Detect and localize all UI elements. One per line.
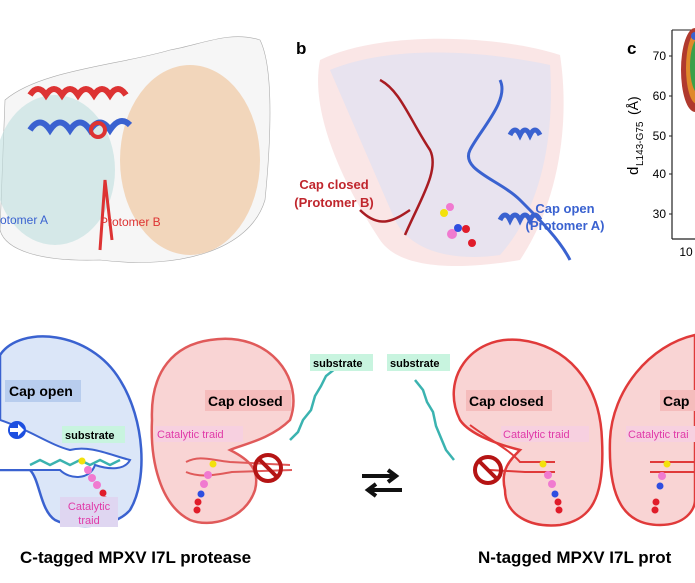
x-tick-10: 10: [679, 245, 693, 259]
y-tick-60: 60: [653, 89, 667, 103]
cap-open-sublabel: (Protomer A): [526, 218, 605, 233]
y-tick-labels: 70 60 50 40 30: [653, 49, 667, 221]
substrate-label: substrate: [390, 358, 440, 370]
substrate-label: substrate: [313, 358, 363, 370]
y-tick-30: 30: [653, 207, 667, 221]
panel-c-letter: c: [627, 39, 636, 58]
n-tagged-title: N-tagged MPXV I7L prot: [478, 548, 672, 567]
catalytic-triad-label: Catalytic traid: [503, 429, 570, 441]
panel-c: c 70 60 50 40 30 10 d L143-G75 (Å): [625, 28, 695, 259]
y-tick-70: 70: [653, 49, 667, 63]
catalytic-triad-label-1: Catalytic: [68, 501, 111, 513]
substrate-label: substrate: [65, 430, 115, 442]
cap-closed-label: Cap closed: [469, 393, 544, 409]
blocked-icon: [253, 453, 283, 483]
cap-closed-label: Cap closed: [208, 393, 283, 409]
y-axis-label: d L143-G75 (Å): [625, 96, 646, 175]
substrate-molecule: [289, 367, 337, 441]
substrate-molecule: [414, 379, 455, 461]
protomer-b-label: Protomer B: [100, 215, 161, 229]
catalytic-triad-label: Catalytic trai: [628, 429, 689, 441]
cap-open-label: Cap open: [9, 383, 73, 399]
scheme-n-tagged-closed: substrate Cap closed Catalytic traid: [387, 338, 604, 527]
c-tagged-title: C-tagged MPXV I7L protease: [20, 548, 251, 567]
cap-label: Cap: [663, 393, 689, 409]
y-tick-40: 40: [653, 167, 667, 181]
panel-a-structure: otomer A Protomer B: [0, 36, 271, 263]
catalytic-triad-label-2: traid: [78, 515, 99, 527]
y-label-unit: (Å): [625, 96, 641, 115]
catalytic-triad-label: Catalytic traid: [157, 429, 224, 441]
scheme-c-tagged-closed: Cap closed Catalytic traid substrate: [150, 337, 373, 525]
y-label-sub: L143-G75: [635, 121, 646, 166]
substrate-molecule: [29, 458, 121, 467]
panel-b: b Cap closed (Protomer B) Cap open (Prot…: [294, 38, 605, 266]
scheme-c-tagged-open: Cap open substrate Catalytic traid: [0, 335, 143, 528]
y-label-main: d: [625, 167, 642, 175]
protomer-a-label: otomer A: [0, 213, 48, 227]
blocked-icon: [473, 455, 503, 485]
cap-closed-label: Cap closed: [299, 177, 368, 192]
scheme-n-tagged-partial: Cap Catalytic trai: [608, 333, 695, 527]
cap-open-label: Cap open: [535, 201, 594, 216]
equilibrium-arrows-icon: [362, 468, 402, 498]
cap-closed-sublabel: (Protomer B): [294, 195, 373, 210]
y-tick-50: 50: [653, 129, 667, 143]
panel-b-letter: b: [296, 39, 306, 58]
